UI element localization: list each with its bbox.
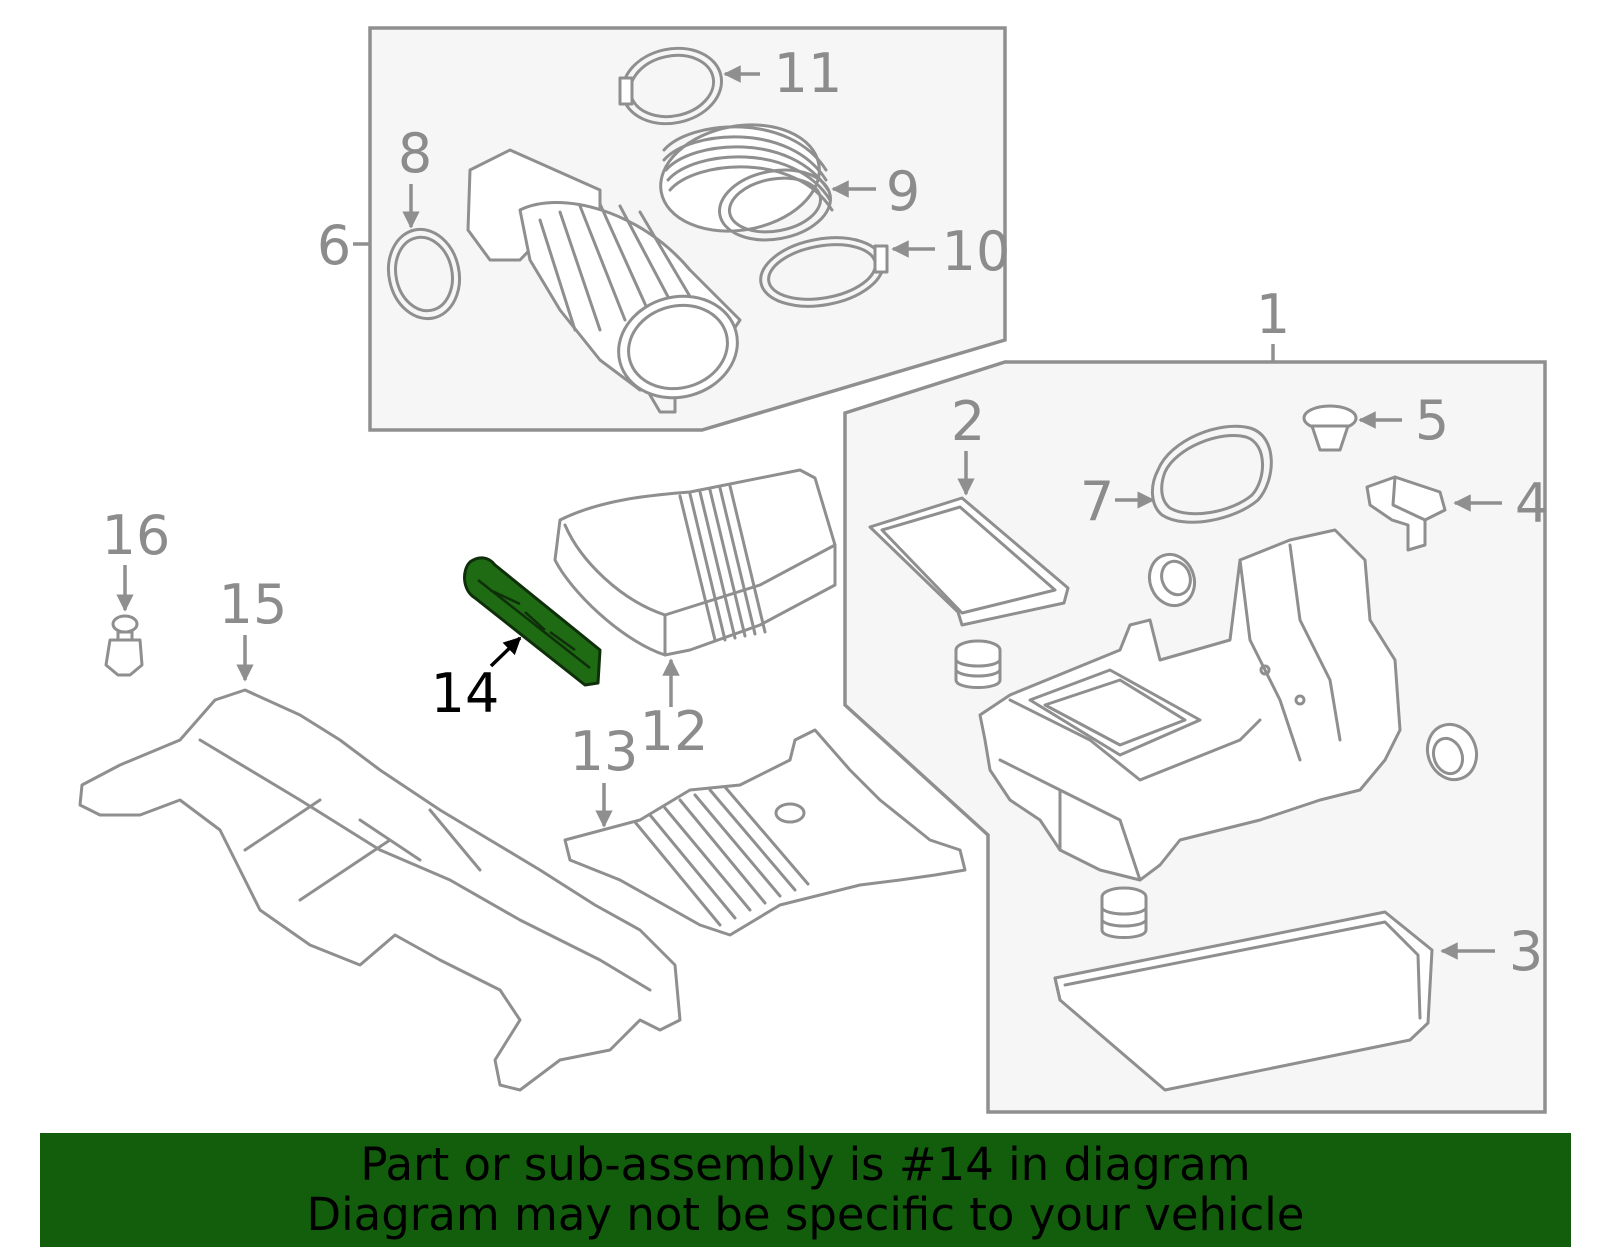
- gasket-frame-2: [868, 496, 1070, 627]
- callout-1: 1: [1256, 283, 1290, 346]
- bracket-15: [78, 688, 682, 1092]
- grommet-right: [1425, 722, 1479, 782]
- grommet-5: [1302, 404, 1358, 452]
- callout-9: 9: [886, 160, 920, 223]
- banner-line-2: Diagram may not be specific to your vehi…: [306, 1188, 1305, 1241]
- push-clip-16: [104, 614, 144, 677]
- callout-10: 10: [942, 220, 1011, 283]
- callout-15: 15: [219, 573, 288, 636]
- intake-duct-6: [466, 148, 742, 414]
- callout-14: 14: [431, 662, 500, 725]
- grommet-bottom: [1100, 886, 1148, 939]
- grommet-upper: [1147, 552, 1197, 608]
- callout-3: 3: [1509, 920, 1543, 983]
- callout-4: 4: [1515, 472, 1549, 535]
- clamp-ring-11: [618, 46, 724, 126]
- callout-12: 12: [640, 700, 709, 763]
- air-cleaner-housing-1: [978, 528, 1402, 882]
- callout-7: 7: [1080, 470, 1114, 533]
- air-filter-3: [1053, 910, 1434, 1092]
- callout-5: 5: [1415, 389, 1449, 452]
- callout-11: 11: [774, 42, 843, 105]
- air-duct-insert-14: [463, 556, 602, 687]
- seal-ring-7: [1151, 424, 1273, 524]
- air-duct-12: [553, 468, 837, 657]
- callout-13: 13: [570, 720, 639, 783]
- intake-duct-13: [563, 728, 967, 937]
- leader-lines: [116, 65, 1502, 960]
- callout-6: 6: [317, 214, 351, 277]
- sensor-4: [1365, 475, 1447, 552]
- upper-group-panel: [368, 26, 1007, 432]
- bellows-hose-9: [659, 123, 834, 242]
- callout-8: 8: [398, 122, 432, 185]
- callout-16: 16: [102, 504, 171, 567]
- banner-line-1: Part or sub-assembly is #14 in diagram: [360, 1138, 1251, 1191]
- clamp-ring-10: [759, 236, 889, 308]
- seal-ring-8: [387, 227, 461, 321]
- callout-2: 2: [951, 390, 985, 453]
- grommet-left: [954, 639, 1002, 689]
- info-banner: Part or sub-assembly is #14 in diagram D…: [40, 1133, 1571, 1247]
